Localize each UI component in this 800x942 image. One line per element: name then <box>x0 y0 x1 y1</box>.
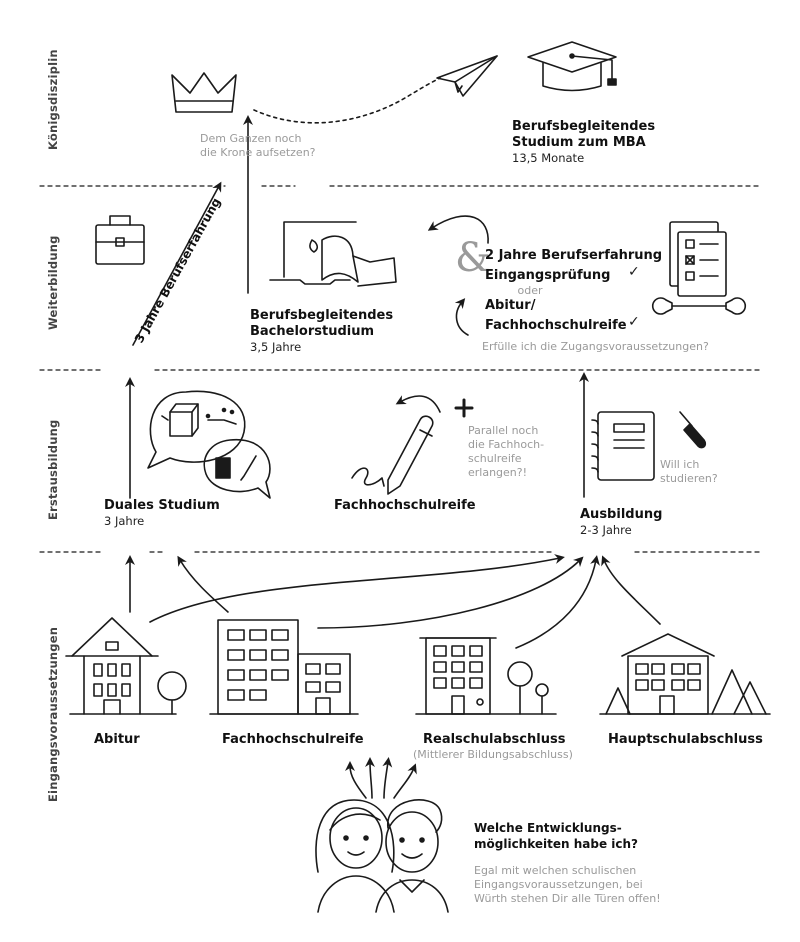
curved-arrow <box>601 555 661 625</box>
school-label-realschule: Realschulabschluss <box>423 732 566 747</box>
requirement-line: Abitur/ <box>485 298 536 313</box>
people-answer: Egal mit welchen schulischen Eingangsvor… <box>474 864 661 906</box>
paper-plane-icon <box>436 55 498 97</box>
ampersand: & <box>455 235 491 281</box>
curved-arrow <box>345 761 367 799</box>
requirement-line: Eingangsprüfung <box>485 268 611 283</box>
diagonal-arrow <box>132 181 222 346</box>
crown-icon <box>171 72 237 113</box>
hauptschule-building-icon <box>599 633 771 715</box>
speech-bubble-icon <box>147 390 246 469</box>
duales-duration: 3 Jahre <box>104 514 145 528</box>
pen-icon <box>351 415 434 495</box>
curved-arrow <box>515 555 600 649</box>
fhr-building-icon <box>209 619 359 715</box>
answer-line: Würth stehen Dir alle Türen offen! <box>474 892 661 905</box>
crown-question-line: Dem Ganzen noch <box>200 132 302 145</box>
note-line: Will ich <box>660 458 700 471</box>
notebook-icon <box>591 411 655 481</box>
curved-arrow <box>317 556 584 629</box>
speech-bubble-icon <box>203 439 271 499</box>
school-label-abitur: Abitur <box>94 732 140 747</box>
realschule-building-icon <box>415 637 557 715</box>
plus-icon <box>454 398 474 418</box>
duales-title: Duales Studium <box>104 498 220 513</box>
ausbildung-duration: 2-3 Jahre <box>580 523 632 537</box>
ausbildung-note: Will ich studieren? <box>660 458 718 486</box>
ausbildung-block: Ausbildung 2-3 Jahre <box>580 507 662 538</box>
mba-title: Studium zum MBA <box>512 135 646 150</box>
abitur-building-icon <box>65 617 187 715</box>
bachelor-block: Berufsbegleitendes Bachelorstudium 3,5 J… <box>250 308 393 355</box>
crown-question-line: die Krone aufsetzen? <box>200 146 316 159</box>
requirements-block: 2 Jahre Berufserfahrung Eingangsprüfung … <box>485 248 665 334</box>
requirement-line: 2 Jahre Berufserfahrung <box>485 248 663 263</box>
row-divider <box>39 185 761 553</box>
curved-arrow <box>393 763 417 799</box>
bachelor-title: Berufsbegleitendes <box>250 308 394 323</box>
fhr-erst-title: Fachhochschulreife <box>334 498 476 513</box>
screwdriver-icon <box>679 411 707 449</box>
checklist-icon <box>669 221 727 297</box>
curved-arrow <box>177 555 229 613</box>
laptop-book-icon <box>269 221 397 287</box>
girl-avatar-icon <box>315 799 395 913</box>
check-icon: ✓ <box>628 264 640 280</box>
mba-duration: 13,5 Monate <box>512 151 585 165</box>
curved-arrow <box>149 554 565 623</box>
fhr-erst-note: Parallel noch die Fachhoch- schulreife e… <box>468 424 544 480</box>
bachelor-duration: 3,5 Jahre <box>250 340 302 354</box>
curved-arrow <box>454 298 469 336</box>
requirements-question: Erfülle ich die Zugangsvoraussetzungen? <box>482 340 709 353</box>
curved-arrow <box>395 395 441 413</box>
mba-title: Berufsbegleitendes <box>512 119 656 134</box>
check-icon: ✓ <box>628 314 640 330</box>
mba-block: Berufsbegleitendes Studium zum MBA 13,5 … <box>512 119 655 166</box>
answer-line: Egal mit welchen schulischen <box>474 864 637 877</box>
curved-arrow <box>427 215 489 244</box>
school-sublabel-realschule: (Mittlerer Bildungsabschluss) <box>413 748 573 761</box>
requirement-line: Fachhochschulreife <box>485 318 627 333</box>
school-label-hauptschule: Hauptschulabschluss <box>608 732 763 747</box>
bachelor-title: Bachelorstudium <box>250 324 375 339</box>
or-label: oder <box>517 284 543 297</box>
note-line: Parallel noch <box>468 424 539 437</box>
crown-question: Dem Ganzen noch die Krone aufsetzen? <box>200 132 316 160</box>
answer-line: Eingangsvoraussetzungen, bei <box>474 878 643 891</box>
note-line: studieren? <box>660 472 718 485</box>
briefcase-icon <box>95 215 145 265</box>
curved-arrow <box>365 757 376 799</box>
curved-arrow <box>382 757 393 799</box>
question-line: möglichkeiten habe ich? <box>474 837 639 851</box>
note-line: erlangen?! <box>468 466 528 479</box>
question-line: Welche Entwicklungs- <box>474 821 622 835</box>
wrench-icon <box>651 297 747 315</box>
ausbildung-title: Ausbildung <box>580 507 663 522</box>
dotted-flight-path <box>253 77 441 124</box>
boy-avatar-icon <box>375 799 449 913</box>
school-label-fhr: Fachhochschulreife <box>222 732 364 747</box>
people-question: Welche Entwicklungs- möglichkeiten habe … <box>474 820 638 852</box>
graduation-cap-icon <box>527 41 617 92</box>
note-line: die Fachhoch- <box>468 438 545 451</box>
note-line: schulreife <box>468 452 522 465</box>
duales-block: Duales Studium 3 Jahre <box>104 498 220 529</box>
